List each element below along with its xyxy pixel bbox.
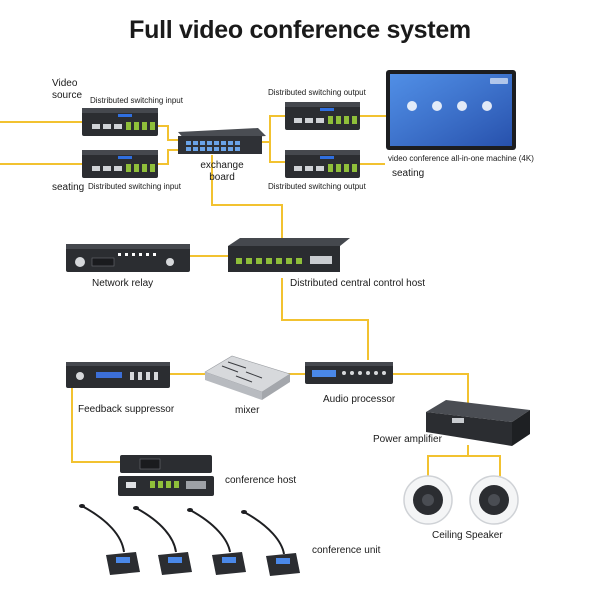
cable-feedback-to-host [71,388,120,463]
power-amplifier-device [426,400,530,446]
label-dist-input-bottom: Distributed switching input [88,182,181,191]
exchange-board-device [178,128,266,154]
feedback-suppressor-device [66,362,170,388]
label-conference-host: conference host [225,475,297,486]
label-central-host: Distributed central control host [290,278,426,289]
conference-unit-2 [133,506,192,575]
cable-central-to-audio [281,278,369,360]
conference-unit-4 [241,510,300,576]
cable-input-bottom-to-switch [158,149,178,165]
label-mixer: mixer [235,405,260,416]
cable-lines [0,115,501,478]
label-ceiling-speaker: Ceiling Speaker [432,530,503,541]
label-seating-left: seating [52,182,85,193]
cable-input-top-to-switch [158,125,178,141]
page-title: Full video conference system [129,16,471,44]
dist-input-top-device [82,108,158,136]
label-network-relay: Network relay [92,278,154,289]
mixer-device [204,355,291,400]
cable-switch-to-central [211,155,283,240]
conference-display-device [386,70,516,150]
label-audio-processor: Audio processor [323,394,396,405]
label-dist-output-bottom: Distributed switching output [268,182,366,191]
conference-unit-1 [79,504,140,575]
label-power-amplifier: Power amplifier [373,434,442,445]
central-control-host-device [228,238,350,272]
cable-amp-to-speakers [427,445,501,478]
network-relay-device [66,244,190,272]
cable-audio-to-amp [392,373,469,410]
label-display-caption: video conference all-in-one machine (4K) [388,154,534,163]
audio-processor-device [305,362,393,384]
dist-input-bottom-device [82,150,158,178]
ceiling-speaker-right [469,475,519,525]
dist-output-top-device [285,102,360,130]
label-exchange-board: exchange board [200,160,244,183]
label-seating-right: seating [392,168,425,179]
dist-output-bottom-device [285,150,360,178]
label-conference-unit: conference unit [312,545,381,556]
label-video-source: Video source [52,78,83,101]
conference-host-device [118,455,214,496]
label-feedback-suppressor: Feedback suppressor [78,404,175,415]
ceiling-speaker-left [403,475,453,525]
label-dist-input-top: Distributed switching input [90,96,183,105]
cable-switch-to-output [262,115,285,163]
conference-unit-3 [187,508,246,575]
label-dist-output-top: Distributed switching output [268,88,366,97]
